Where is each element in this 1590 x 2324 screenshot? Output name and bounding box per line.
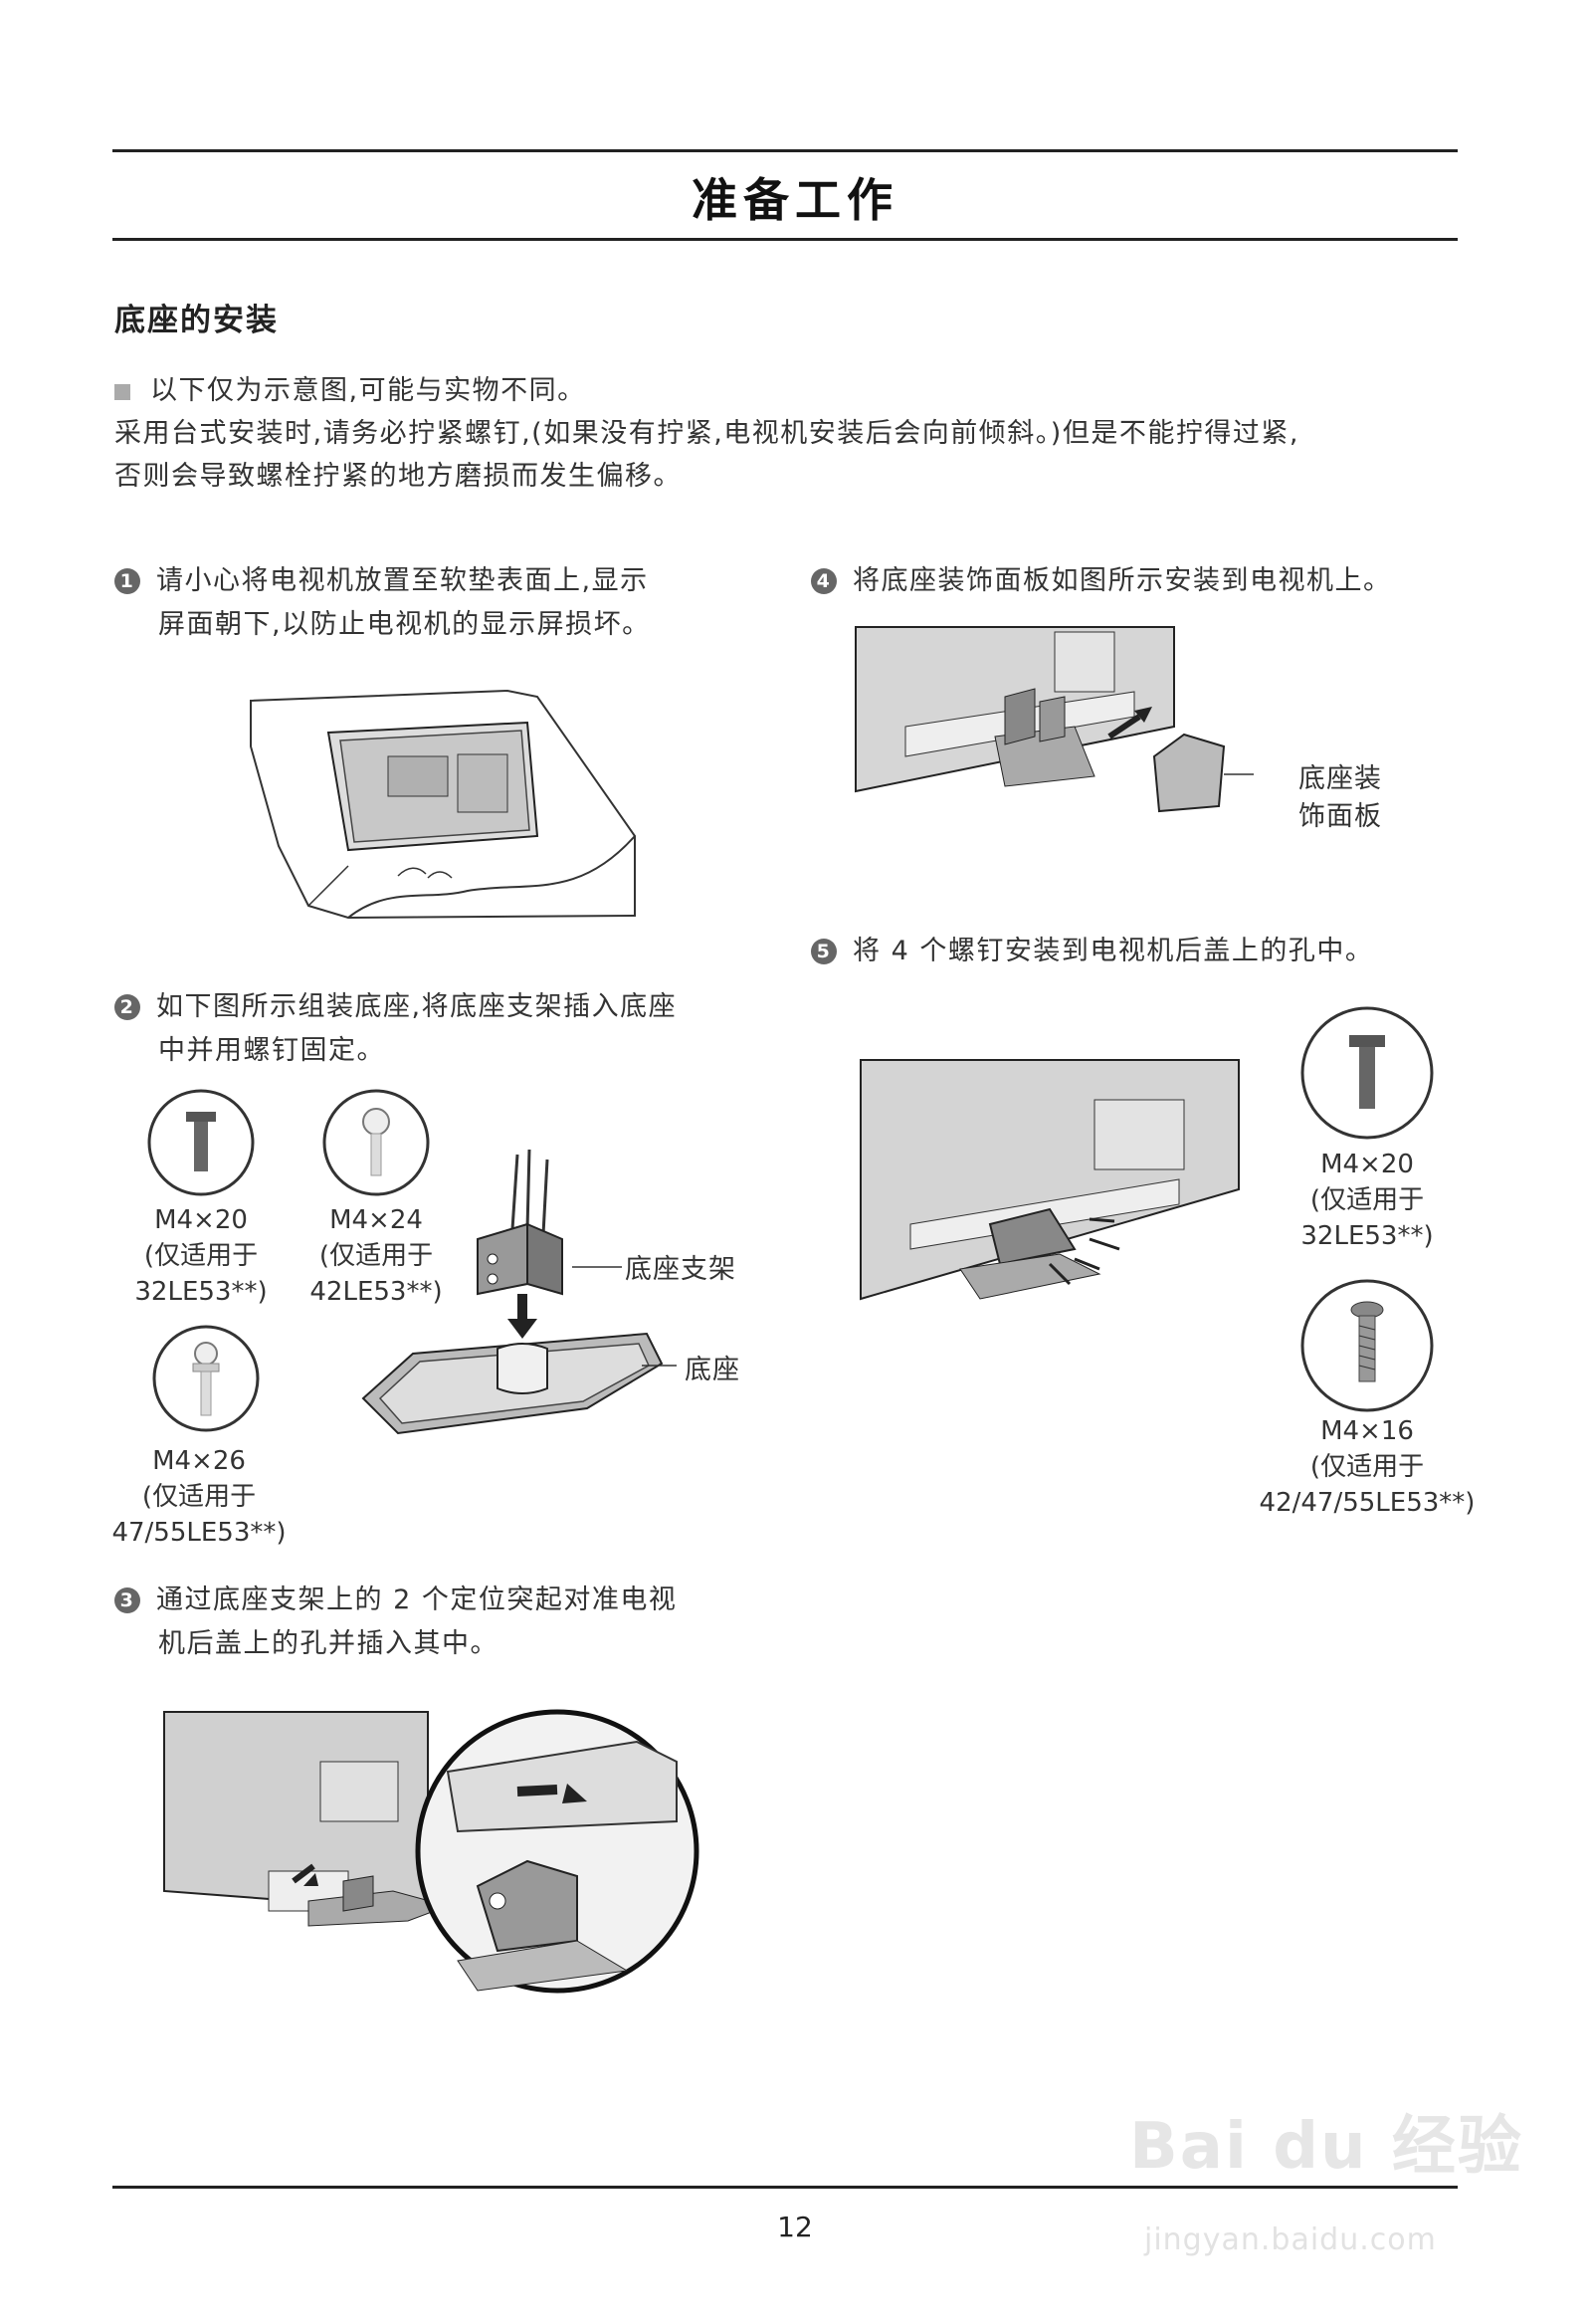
screw-m4x20-icon <box>147 1089 255 1196</box>
page-title: 准备工作 <box>692 173 898 227</box>
header-top-rule <box>112 149 1458 152</box>
bullet-square-icon <box>114 383 130 400</box>
step-number-badge: 2 <box>114 994 140 1020</box>
watermark-url: jingyan.baidu.com <box>1144 2222 1437 2257</box>
illustration-screws-into-back-cover <box>860 1059 1240 1301</box>
callout-cover-line-1: 底座装 <box>1298 763 1382 794</box>
header-bottom-rule <box>112 238 1458 241</box>
screw-m4x26-icon <box>152 1325 260 1432</box>
illustration-tv-face-down-on-cushion <box>250 689 636 920</box>
callout-cover-line-2: 饰面板 <box>1298 801 1382 832</box>
screw-m4x16-icon <box>1300 1279 1434 1412</box>
note-line-1: 以下仅为示意图,可能与实物不同。 <box>114 368 586 407</box>
step-number-badge: 1 <box>114 568 140 594</box>
illustration-bracket-insertion <box>163 1709 699 1994</box>
watermark-brand: Bai du 经验 <box>1129 2110 1523 2184</box>
note-line-2: 采用台式安装时,请务必拧紧螺钉,(如果没有拧紧,电视机安装后会向前倾斜。)但是不… <box>114 418 1299 449</box>
illustration-stand-assembly <box>361 1149 677 1435</box>
page-number: 12 <box>777 2211 813 2243</box>
step-number-badge: 5 <box>811 939 837 964</box>
section-title: 底座的安装 <box>114 303 279 338</box>
illustration-cover-panel-attach <box>855 626 1254 813</box>
step-number-badge: 4 <box>811 568 837 594</box>
footer-rule <box>112 2186 1458 2189</box>
callout-stand-bracket: 底座支架 <box>625 1254 736 1285</box>
screw-m4x20-icon <box>1300 1006 1434 1140</box>
step-number-badge: 3 <box>114 1587 140 1613</box>
note-line-3: 否则会导致螺栓拧紧的地方磨损而发生偏移。 <box>114 461 682 492</box>
screw-m4x24-icon <box>322 1089 430 1196</box>
callout-stand-base: 底座 <box>685 1355 740 1385</box>
